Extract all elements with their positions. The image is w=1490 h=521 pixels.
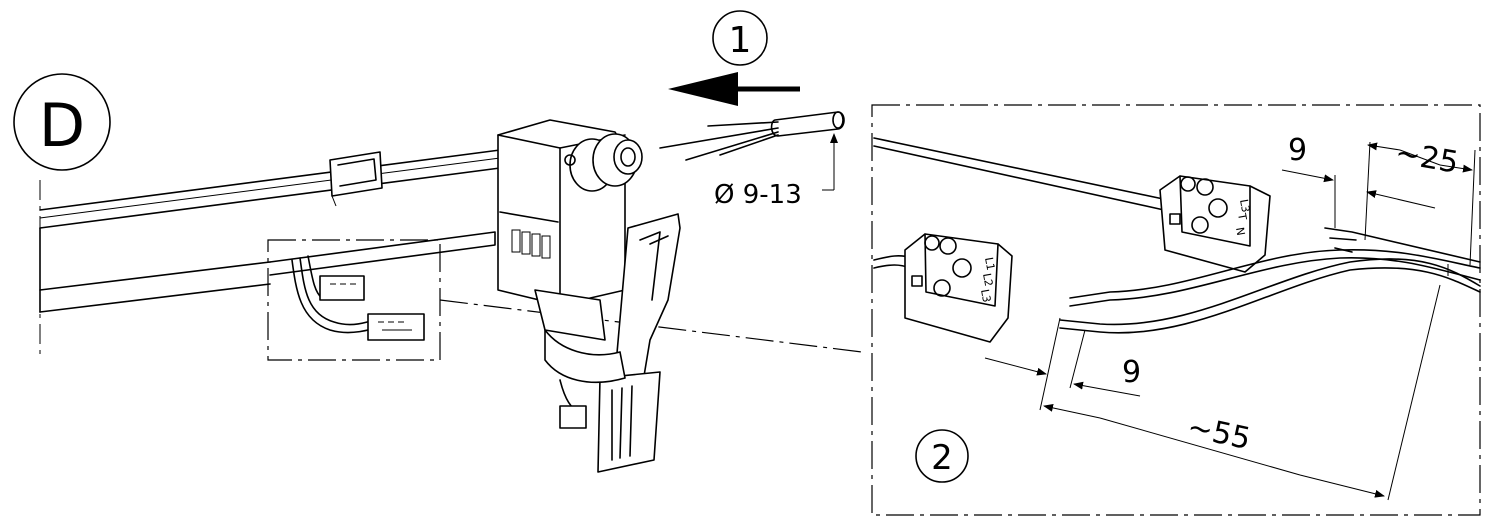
diameter-label: Ø 9-13 bbox=[714, 180, 802, 210]
mounting-rail bbox=[39, 149, 501, 355]
mounting-bracket bbox=[544, 213, 681, 473]
stripped-cable bbox=[1059, 227, 1481, 334]
connector-b: L3 T N bbox=[1159, 175, 1271, 273]
dim-sheath-upper: ~25 bbox=[1393, 135, 1461, 180]
detail-box-2 bbox=[871, 104, 1481, 516]
dim-strip-upper: 9 bbox=[1288, 133, 1307, 168]
connector-b-pin-2: T bbox=[1235, 211, 1249, 221]
dimension-lower: 9 ~55 bbox=[984, 284, 1441, 501]
connector-a: L1 L2 L3 bbox=[904, 233, 1013, 343]
dim-sheath-lower: ~55 bbox=[1184, 410, 1253, 457]
connector-b-pin-1: L3 bbox=[1237, 198, 1252, 213]
connector-a-pin-2: L2 bbox=[980, 272, 995, 287]
step-1-callout: 1 bbox=[668, 10, 800, 106]
insertion-arrow bbox=[668, 72, 738, 106]
rail-wiring bbox=[291, 255, 425, 341]
detail-callout-d: D bbox=[13, 73, 111, 171]
cable-gland-icon bbox=[564, 133, 643, 192]
connector-b-pin-3: N bbox=[1233, 226, 1247, 236]
dim-strip-lower: 9 bbox=[1122, 355, 1141, 390]
dimension-upper: 9 ~25 bbox=[1281, 133, 1476, 266]
step-2-number: 2 bbox=[931, 438, 953, 478]
connector-a-pin-1: L1 bbox=[982, 256, 997, 271]
step-2-callout: 2 bbox=[915, 429, 969, 483]
detail-letter: D bbox=[39, 91, 85, 161]
upper-wire bbox=[873, 137, 1169, 211]
step-1-number: 1 bbox=[729, 20, 752, 61]
incoming-cable: Ø 9-13 bbox=[659, 111, 845, 210]
connector-a-pin-3: L3 bbox=[978, 288, 993, 303]
